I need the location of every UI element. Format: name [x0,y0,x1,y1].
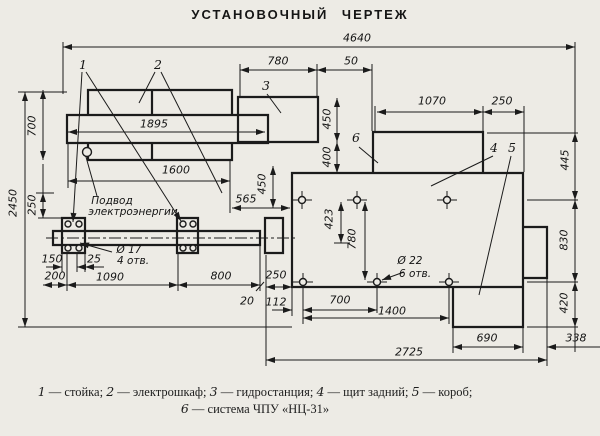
note-d17: Ø 17 [116,243,142,256]
dim-200: 200 [44,269,66,283]
dim-400: 400 [320,146,334,168]
dim-2450: 2450 [6,189,20,217]
page-title: УСТАНОВОЧНЫЙ ЧЕРТЕЖ [191,7,409,22]
dim-150: 150 [41,252,63,266]
dim-112: 112 [265,295,287,309]
legend-line-1: 1 — стойка; 2 — электрошкаф; 3 — гидрост… [37,384,473,399]
dim-50: 50 [344,54,358,68]
dim-780-top: 780 [267,54,289,68]
dim-690: 690 [476,331,498,345]
label-6: 6 [352,129,360,145]
dim-250-notch: 250 [265,268,287,282]
dim-1070: 1070 [418,94,446,108]
label-3: 3 [262,77,270,93]
label-4: 4 [490,139,498,155]
dim-1895: 1895 [140,117,168,131]
dim-4640: 4640 [343,31,371,45]
dim-830: 830 [557,229,571,251]
dim-700-holes: 700 [329,293,351,307]
note-power-1: Подвод [91,194,133,207]
note-d22-count: 6 отв. [398,267,432,280]
dim-20: 20 [240,294,254,308]
label-1: 1 [79,56,87,72]
dim-800: 800 [210,269,232,283]
legend-caption: 1 — стойка; 2 — электрошкаф; 3 — гидрост… [0,384,510,417]
dim-338: 338 [565,331,587,345]
mounting-holes [64,146,454,287]
dim-25: 25 [87,252,101,266]
dim-1400: 1400 [378,304,406,318]
note-d17-count: 4 отв. [116,254,150,267]
dim-780-holes: 780 [345,228,359,250]
dim-250-left: 250 [25,194,39,216]
dim-700-left: 700 [25,115,39,137]
dim-565: 565 [235,192,257,206]
note-power-2: электроэнергии [88,205,178,218]
label-5: 5 [508,139,516,155]
dim-250-top-right: 250 [491,94,513,108]
dim-450-tank: 450 [320,108,334,130]
dim-1090: 1090 [96,270,124,284]
dim-2725: 2725 [395,345,423,359]
legend-line-2: 6 — система ЧПУ «НЦ-31» [180,400,330,416]
dim-1600: 1600 [162,163,190,177]
dim-445: 445 [558,149,572,171]
machine-outline [51,88,549,329]
note-d22: Ø 22 [397,254,423,267]
dim-423: 423 [322,208,336,230]
dim-450-mid: 450 [255,173,269,195]
dim-420: 420 [557,292,571,314]
label-2: 2 [154,56,162,72]
